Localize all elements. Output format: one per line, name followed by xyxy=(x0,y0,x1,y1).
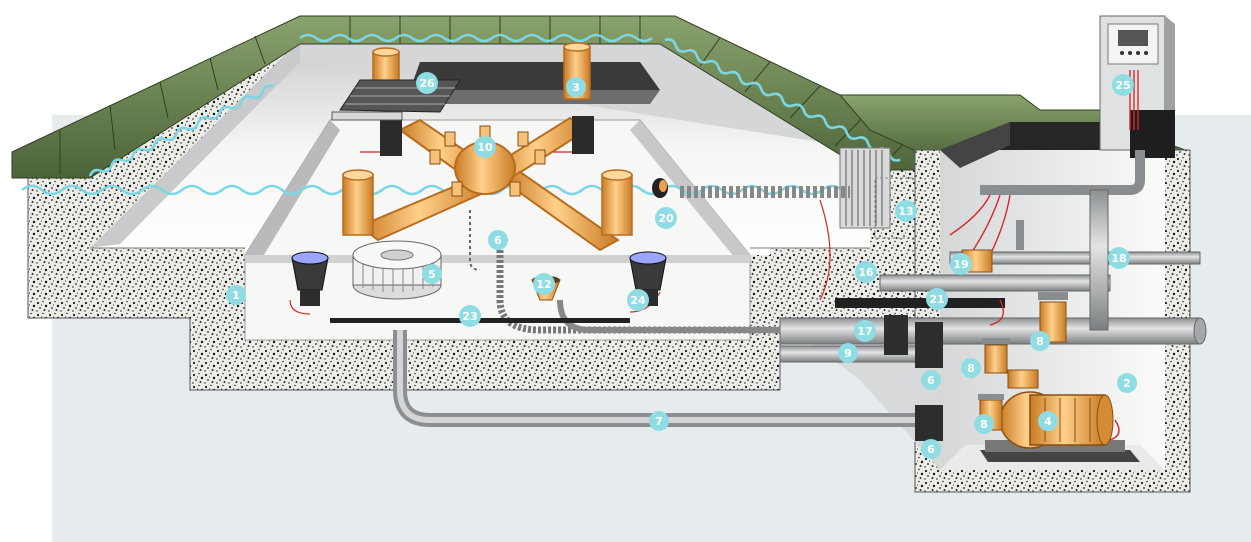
callout-marker xyxy=(1108,247,1130,269)
callout-marker xyxy=(1117,373,1137,393)
callout-number: 6 xyxy=(494,234,502,247)
callout-marker xyxy=(961,358,981,378)
callout-c16: 16 xyxy=(855,261,877,283)
callout-c8c: 8 xyxy=(974,414,994,434)
callout-c1: 1 xyxy=(226,285,246,305)
callout-marker xyxy=(974,414,994,434)
callout-c21: 21 xyxy=(926,288,948,310)
callout-number: 25 xyxy=(1115,79,1130,92)
callout-number: 4 xyxy=(1044,415,1052,428)
callout-c6b: 6 xyxy=(921,370,941,390)
callout-number: 13 xyxy=(898,205,913,218)
underwater-lights xyxy=(291,251,667,306)
callout-marker xyxy=(226,285,246,305)
callout-c6c: 6 xyxy=(921,439,941,459)
callout-marker xyxy=(854,320,876,342)
callout-number: 24 xyxy=(630,294,646,307)
callout-c2: 2 xyxy=(1117,373,1137,393)
callout-marker xyxy=(474,136,496,158)
callout-number: 8 xyxy=(980,418,988,431)
callout-number: 26 xyxy=(419,77,435,90)
nozzle-bases xyxy=(380,116,594,156)
callout-c18: 18 xyxy=(1108,247,1130,269)
callout-c13: 13 xyxy=(895,200,917,222)
callout-number: 2 xyxy=(1123,377,1131,390)
callout-number: 8 xyxy=(1036,335,1044,348)
callout-c23: 23 xyxy=(459,305,481,327)
callout-c20: 20 xyxy=(655,207,677,229)
callout-number: 5 xyxy=(428,268,436,281)
callout-marker xyxy=(921,370,941,390)
callout-marker xyxy=(921,439,941,459)
callout-marker xyxy=(416,72,438,94)
callout-c12: 12 xyxy=(533,273,555,295)
callout-number: 6 xyxy=(927,374,935,387)
callout-marker xyxy=(459,305,481,327)
distributor-assembly xyxy=(358,116,620,252)
callout-number: 1 xyxy=(232,289,240,302)
callout-number: 16 xyxy=(858,266,874,279)
callout-marker xyxy=(926,288,948,310)
callout-number: 7 xyxy=(655,415,663,428)
callout-c24: 24 xyxy=(627,289,649,311)
callout-marker xyxy=(1112,74,1134,96)
callout-marker xyxy=(950,253,972,275)
pump xyxy=(980,369,1140,462)
callout-marker xyxy=(566,77,586,97)
callout-c8b: 8 xyxy=(961,358,981,378)
callout-number: 10 xyxy=(477,141,493,154)
callout-marker xyxy=(422,264,442,284)
callout-c6a: 6 xyxy=(488,230,508,250)
callout-number: 23 xyxy=(462,310,477,323)
callout-number: 9 xyxy=(844,347,852,360)
callout-number: 8 xyxy=(967,362,975,375)
callout-marker xyxy=(488,230,508,250)
callout-number: 20 xyxy=(658,212,674,225)
callout-marker xyxy=(533,273,555,295)
callout-number: 3 xyxy=(572,81,580,94)
callout-marker xyxy=(855,261,877,283)
callout-c10: 10 xyxy=(474,136,496,158)
callout-number: 6 xyxy=(927,443,935,456)
level-sensor xyxy=(652,178,668,198)
callout-number: 19 xyxy=(953,258,968,271)
callout-marker xyxy=(1038,411,1058,431)
callout-marker xyxy=(649,411,669,431)
callout-c7: 7 xyxy=(649,411,669,431)
callout-number: 12 xyxy=(536,278,551,291)
callout-number: 18 xyxy=(1111,252,1126,265)
callout-number: 21 xyxy=(929,293,944,306)
callout-marker xyxy=(1030,331,1050,351)
callout-c3: 3 xyxy=(566,77,586,97)
callout-c9: 9 xyxy=(838,343,858,363)
callout-marker xyxy=(895,200,917,222)
callout-c5: 5 xyxy=(422,264,442,284)
callout-c17: 17 xyxy=(854,320,876,342)
callout-number: 17 xyxy=(857,325,872,338)
callout-c4: 4 xyxy=(1038,411,1058,431)
callout-c19: 19 xyxy=(950,253,972,275)
callout-c26: 26 xyxy=(416,72,438,94)
callout-marker xyxy=(627,289,649,311)
callout-marker xyxy=(838,343,858,363)
callout-c25: 25 xyxy=(1112,74,1134,96)
callout-c8a: 8 xyxy=(1030,331,1050,351)
callout-marker xyxy=(655,207,677,229)
